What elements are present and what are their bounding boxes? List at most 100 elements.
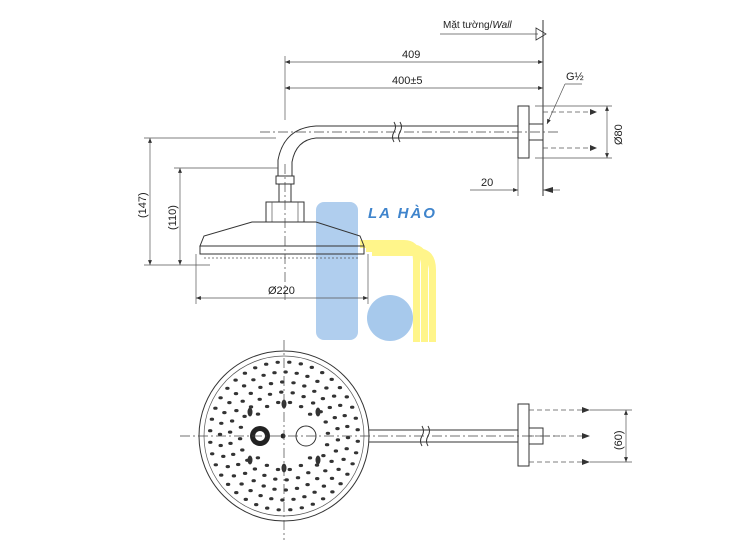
nozzle: [258, 385, 263, 389]
logo-text: LA HÀO: [368, 205, 437, 222]
wall-reference: Mặt tường/Wall: [440, 20, 547, 196]
nozzle: [280, 380, 285, 384]
nozzle: [227, 401, 232, 405]
nozzle: [258, 494, 263, 498]
nozzle: [312, 389, 317, 393]
nozzle: [355, 428, 360, 432]
nozzle: [233, 378, 238, 382]
dimensions-side: 409 400±5 G½ Ø80 20 (147) (110) Ø220: [137, 49, 625, 304]
nozzle: [222, 411, 227, 415]
nozzle: [233, 392, 239, 396]
nozzle: [227, 430, 233, 434]
nozzle: [338, 482, 343, 486]
nozzle: [272, 487, 277, 491]
nozzle: [315, 379, 320, 383]
nozzle: [312, 490, 317, 494]
nozzle: [307, 412, 313, 416]
nozzle: [210, 452, 215, 456]
nozzle: [273, 477, 278, 481]
nozzle: [264, 463, 270, 467]
nozzle: [276, 400, 281, 405]
nozzle: [350, 405, 355, 409]
nozzle: [275, 467, 281, 472]
nozzle: [208, 429, 213, 433]
nozzle: [261, 484, 266, 488]
nozzle: [298, 463, 304, 468]
nozzle: [225, 482, 231, 486]
nozzle: [324, 443, 330, 447]
nozzle: [237, 437, 243, 441]
nozzle-slot: [247, 407, 253, 417]
nozzle: [240, 448, 245, 452]
nozzle: [257, 397, 262, 401]
dim-head-diameter: Ø220: [268, 285, 295, 297]
nozzle: [221, 454, 226, 458]
nozzle: [254, 503, 259, 507]
nozzle: [236, 462, 241, 467]
nozzle: [333, 449, 339, 453]
nozzle: [267, 392, 273, 396]
nozzle: [329, 476, 335, 480]
nozzle: [332, 416, 337, 420]
nozzle: [209, 417, 215, 421]
svg-text:Mặt tường/Wall: Mặt tường/Wall: [443, 20, 512, 31]
nozzle: [350, 462, 355, 466]
nozzle: [252, 467, 258, 471]
dim-total-length: 409: [402, 49, 420, 61]
nozzle: [344, 447, 349, 451]
dim-flange-diameter: Ø80: [613, 124, 625, 145]
nozzle: [219, 421, 224, 425]
dim-head-height: (110): [167, 205, 179, 230]
nozzle: [261, 373, 266, 377]
nozzle: [242, 414, 247, 418]
nozzle: [228, 441, 233, 445]
nozzle: [213, 406, 218, 410]
nozzle: [231, 474, 237, 478]
nozzle: [219, 473, 224, 477]
nozzle: [276, 508, 281, 512]
nozzle: [331, 394, 337, 398]
nozzle: [327, 405, 332, 410]
dim-arm-length: 400±5: [392, 75, 423, 87]
nozzle: [309, 365, 314, 369]
side-view: [199, 105, 597, 302]
nozzle: [310, 502, 315, 506]
nozzle: [291, 497, 296, 501]
nozzle: [294, 371, 299, 375]
nozzle: [320, 497, 326, 501]
nozzle: [268, 382, 274, 386]
nozzle: [265, 506, 270, 510]
nozzle: [321, 484, 327, 488]
nozzle: [302, 384, 307, 388]
nozzle: [242, 371, 248, 375]
nozzle: [284, 478, 289, 482]
nozzle: [242, 471, 248, 475]
nozzle: [280, 498, 285, 502]
nozzle: [329, 377, 334, 381]
nozzle: [310, 401, 316, 405]
nozzle: [238, 425, 244, 429]
nozzle: [323, 469, 328, 473]
nozzle: [225, 465, 230, 469]
wall-label: Mặt tường/: [443, 20, 493, 31]
nozzle-slot: [315, 455, 321, 465]
nozzle: [301, 395, 306, 399]
nozzle: [255, 456, 261, 460]
nozzle: [294, 486, 300, 490]
nozzle: [345, 472, 350, 476]
nozzle-pattern: [208, 360, 360, 512]
nozzle: [225, 386, 230, 390]
nozzle: [239, 482, 244, 486]
nozzle: [320, 371, 325, 375]
nozzle: [288, 508, 293, 512]
nozzle: [324, 386, 329, 390]
nozzle: [325, 431, 331, 435]
nozzle: [253, 366, 258, 370]
nozzle: [305, 483, 310, 487]
nozzle: [302, 495, 307, 499]
nozzle: [323, 420, 328, 424]
nozzle: [353, 451, 359, 455]
nozzle: [251, 479, 256, 483]
nozzle: [329, 459, 334, 463]
